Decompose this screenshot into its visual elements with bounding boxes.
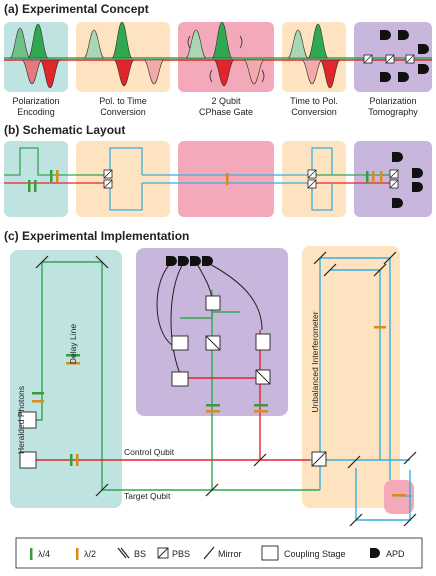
stage-label-2a: Pol. to Time bbox=[99, 96, 147, 106]
mirror-icon bbox=[203, 546, 215, 560]
schematic-box-pol-time bbox=[76, 141, 170, 217]
tomography-concept bbox=[363, 30, 429, 82]
hwp-icon bbox=[76, 548, 79, 560]
apd-icon bbox=[178, 256, 189, 266]
legend-apd-label: APD bbox=[386, 549, 405, 559]
section-c-title: (c) Experimental Implementation bbox=[4, 229, 189, 243]
delay-line-label: Delay Line bbox=[68, 324, 78, 364]
apd-icon bbox=[392, 152, 403, 162]
wavepackets-encoding bbox=[9, 23, 61, 89]
legend-apd: APD bbox=[370, 548, 405, 559]
section-b-title: (b) Schematic Layout bbox=[4, 123, 125, 137]
legend-hwp: λ/2 bbox=[76, 548, 96, 560]
bs-icon bbox=[117, 547, 130, 559]
stage-label-5a: Polarization bbox=[369, 96, 416, 106]
stage-label-3b: CPhase Gate bbox=[199, 107, 253, 117]
wavepackets-time-pol bbox=[287, 23, 341, 89]
legend-mirror-label: Mirror bbox=[218, 549, 242, 559]
schematic-waveplates bbox=[28, 170, 383, 192]
legend-pbs-label: PBS bbox=[172, 549, 190, 559]
coupling-stages bbox=[19, 295, 271, 469]
section-a-title: (a) Experimental Concept bbox=[4, 2, 149, 16]
legend-coupling: Coupling Stage bbox=[261, 545, 346, 561]
legend-mirror: Mirror bbox=[203, 546, 242, 560]
impl-box-cphase bbox=[384, 480, 414, 514]
legend-pbs: PBS bbox=[157, 547, 190, 559]
impl-waveplates bbox=[32, 326, 406, 497]
apd-icon bbox=[370, 548, 380, 558]
legend-bs: BS bbox=[117, 547, 146, 559]
apd-icon bbox=[380, 30, 391, 40]
schematic-box-time-pol bbox=[282, 141, 346, 217]
stage-label-1b: Encoding bbox=[17, 107, 55, 117]
apd-icon bbox=[202, 256, 213, 266]
stage-label-1a: Polarization bbox=[12, 96, 59, 106]
schematic-splitters bbox=[103, 169, 399, 189]
apd-icon bbox=[166, 256, 177, 266]
wavepackets-pol-time bbox=[83, 21, 165, 87]
legend-hwp-label: λ/2 bbox=[84, 549, 96, 559]
legend-bs-label: BS bbox=[134, 549, 146, 559]
stage-label-5b: Tomography bbox=[368, 107, 418, 117]
stage-label-2b: Conversion bbox=[100, 107, 146, 117]
apd-icon bbox=[412, 168, 423, 178]
impl-mirrors bbox=[35, 251, 417, 527]
target-qubit-label: Target Qubit bbox=[124, 491, 171, 501]
apd-icon bbox=[190, 256, 201, 266]
impl-pbs bbox=[205, 335, 327, 467]
legend-qwp-label: λ/4 bbox=[38, 549, 50, 559]
impl-apds bbox=[166, 256, 213, 266]
apd-icon bbox=[412, 182, 423, 192]
legend-box bbox=[15, 537, 423, 569]
stage-label-4a: Time to Pol. bbox=[290, 96, 338, 106]
apd-icon bbox=[418, 44, 429, 54]
apd-icon bbox=[398, 72, 409, 82]
legend-coupling-label: Coupling Stage bbox=[284, 549, 346, 559]
interferometer-label: Unbalanced Interferometer bbox=[310, 311, 320, 412]
legend-qwp: λ/4 bbox=[30, 548, 50, 560]
heralded-label: Heralded Photons bbox=[16, 386, 26, 454]
apd-icon bbox=[418, 64, 429, 74]
stage-label-3a: 2 Qubit bbox=[211, 96, 241, 106]
qwp-icon bbox=[30, 548, 33, 560]
apd-icon bbox=[398, 30, 409, 40]
impl-box-interferometer bbox=[302, 246, 400, 508]
apd-icon bbox=[380, 72, 391, 82]
stage-label-4b: Conversion bbox=[291, 107, 337, 117]
coupling-icon bbox=[261, 545, 279, 561]
wavepackets-cphase bbox=[185, 21, 265, 87]
control-qubit-label: Control Qubit bbox=[124, 447, 175, 457]
schematic-box-tomography bbox=[354, 141, 432, 217]
impl-box-heralded bbox=[10, 250, 122, 508]
schematic-apds bbox=[392, 152, 423, 208]
apd-icon bbox=[392, 198, 403, 208]
